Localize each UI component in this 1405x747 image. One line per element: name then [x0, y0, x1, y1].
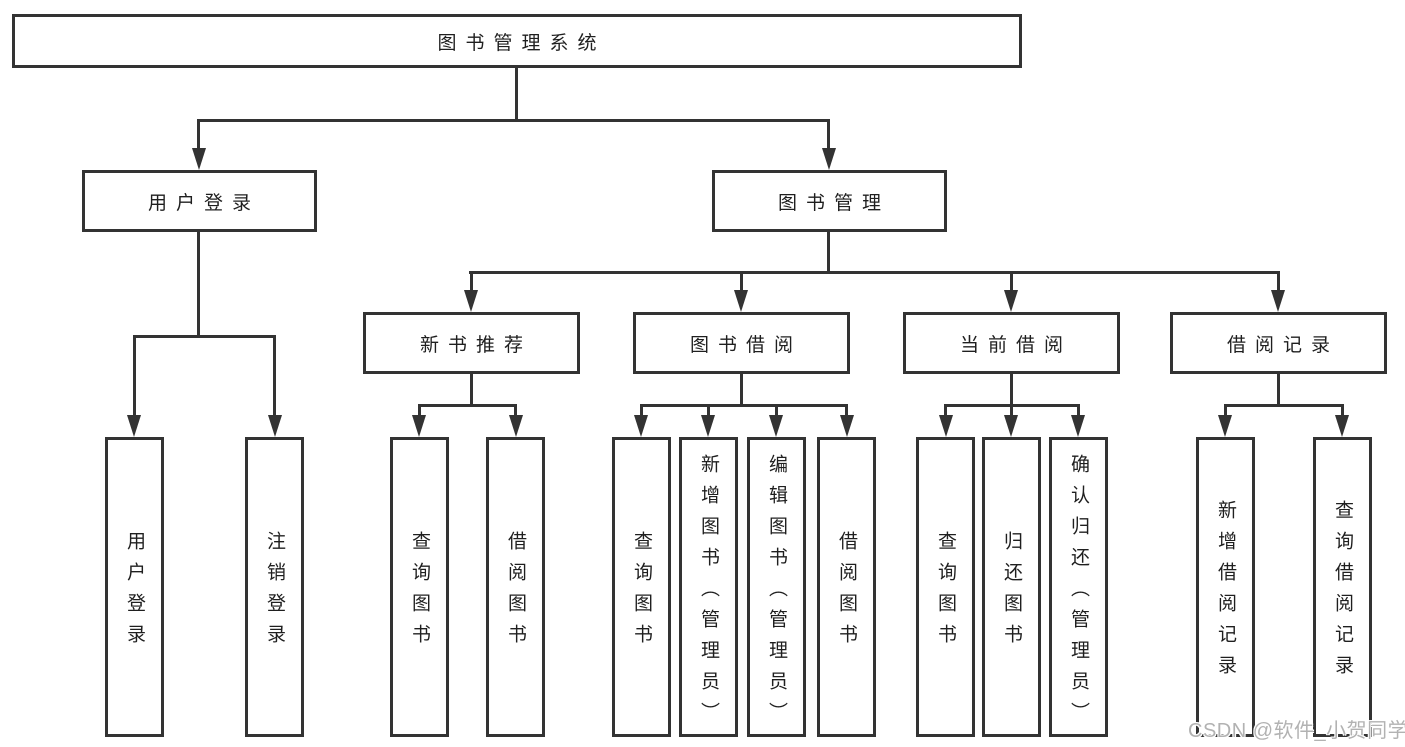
arrowhead-down-icon: [412, 415, 426, 437]
leaf-add-books-admin: 新增图书（管理员）: [679, 437, 738, 737]
leaf-confirm-return-admin: 确认归还（管理员）: [1049, 437, 1108, 737]
leaf-query-books-current: 查询图书: [916, 437, 975, 737]
node-label: 图书管理系统: [437, 32, 606, 54]
connector-leaf-drop: [707, 404, 710, 417]
arrowhead-down-icon: [701, 415, 715, 437]
connector-new-book-stem: [470, 371, 473, 407]
node-borrow-record: 借阅记录: [1170, 312, 1387, 374]
node-label: 图书借阅: [689, 334, 802, 356]
arrowhead-down-icon: [734, 290, 748, 312]
leaf-borrow-books: 借阅图书: [817, 437, 876, 737]
arrowhead-down-icon: [1271, 290, 1285, 312]
leaf-query-borrow-record: 查询借阅记录: [1313, 437, 1372, 737]
arrowhead-down-icon: [1004, 290, 1018, 312]
node-label: 编辑图书（管理员）: [766, 453, 787, 733]
connector-user-login-drop: [197, 119, 200, 149]
arrowhead-down-icon: [769, 415, 783, 437]
leaf-edit-books-admin: 编辑图书（管理员）: [747, 437, 806, 737]
connector-node-drop: [1277, 271, 1280, 292]
arrowhead-down-icon: [1071, 415, 1085, 437]
arrowhead-down-icon: [127, 415, 141, 437]
connector-leaf-drop: [1341, 404, 1344, 417]
node-label: 用户登录: [124, 531, 145, 655]
arrowhead-down-icon: [939, 415, 953, 437]
connector-current-borrow-stem: [1010, 371, 1013, 407]
connector-book-mgmt-stem: [827, 229, 830, 274]
node-current-borrow: 当前借阅: [903, 312, 1120, 374]
connector-leaf-drop: [1010, 404, 1013, 417]
node-label: 借阅图书: [505, 531, 526, 655]
connector-leaf-drop: [845, 404, 848, 417]
connector-book-borrow-stem: [740, 371, 743, 407]
leaf-query-books-borrow: 查询图书: [612, 437, 671, 737]
leaf-user-login: 用户登录: [105, 437, 164, 737]
connector-leaf-drop: [775, 404, 778, 417]
node-label: 借阅图书: [836, 531, 857, 655]
connector-node-drop: [1010, 271, 1013, 292]
leaf-query-books-newbook: 查询图书: [390, 437, 449, 737]
node-label: 当前借阅: [959, 334, 1072, 356]
connector-leaf-drop: [133, 335, 136, 417]
node-label: 新增借阅记录: [1215, 500, 1236, 686]
leaf-add-borrow-record: 新增借阅记录: [1196, 437, 1255, 737]
node-label: 查询借阅记录: [1332, 500, 1353, 686]
leaf-return-books: 归还图书: [982, 437, 1041, 737]
arrowhead-down-icon: [1335, 415, 1349, 437]
arrowhead-down-icon: [1218, 415, 1232, 437]
arrowhead-down-icon: [268, 415, 282, 437]
arrowhead-down-icon: [1004, 415, 1018, 437]
connector-leaf-drop: [1224, 404, 1227, 417]
node-label: 归还图书: [1001, 531, 1022, 655]
node-label: 注销登录: [264, 531, 285, 655]
node-book-borrow: 图书借阅: [633, 312, 850, 374]
connector-leaf-drop: [1077, 404, 1080, 417]
connector-node-drop: [740, 271, 743, 292]
connector-leaf-drop: [640, 404, 643, 417]
connector-level3-rail: [469, 271, 1280, 274]
csdn-watermark: CSDN @软件_小贺同学: [1188, 720, 1405, 742]
node-label: 图书管理: [777, 192, 890, 214]
node-label: 查询图书: [935, 531, 956, 655]
arrowhead-down-icon: [509, 415, 523, 437]
connector-leaf-drop: [418, 404, 421, 417]
arrowhead-down-icon: [192, 148, 206, 170]
connector-leaf-drop: [514, 404, 517, 417]
leaf-borrow-books-newbook: 借阅图书: [486, 437, 545, 737]
node-label: 用户登录: [147, 192, 260, 214]
node-book-management: 图书管理: [712, 170, 947, 232]
node-new-book-recommend: 新书推荐: [363, 312, 580, 374]
connector-leaf-drop: [944, 404, 947, 417]
node-label: 新增图书（管理员）: [698, 453, 719, 733]
node-library-system: 图书管理系统: [12, 14, 1022, 68]
arrowhead-down-icon: [464, 290, 478, 312]
connector-borrow-record-stem: [1277, 371, 1280, 407]
connector-user-login-stem: [197, 229, 200, 338]
arrowhead-down-icon: [634, 415, 648, 437]
connector-level2-rail: [197, 119, 830, 122]
arrowhead-down-icon: [840, 415, 854, 437]
connector-borrow-record-rail: [1224, 404, 1343, 407]
node-user-login: 用户登录: [82, 170, 317, 232]
connector-root-stem: [515, 67, 518, 121]
connector-leaf-drop: [273, 335, 276, 417]
connector-user-login-rail: [133, 335, 276, 338]
connector-new-book-rail: [418, 404, 517, 407]
node-label: 借阅记录: [1226, 334, 1339, 356]
leaf-logout: 注销登录: [245, 437, 304, 737]
arrowhead-down-icon: [822, 148, 836, 170]
node-label: 确认归还（管理员）: [1068, 453, 1089, 733]
connector-node-drop: [470, 271, 473, 292]
node-label: 查询图书: [631, 531, 652, 655]
node-label: 新书推荐: [419, 334, 532, 356]
connector-book-borrow-rail: [640, 404, 848, 407]
node-label: 查询图书: [409, 531, 430, 655]
connector-book-mgmt-drop: [827, 119, 830, 149]
